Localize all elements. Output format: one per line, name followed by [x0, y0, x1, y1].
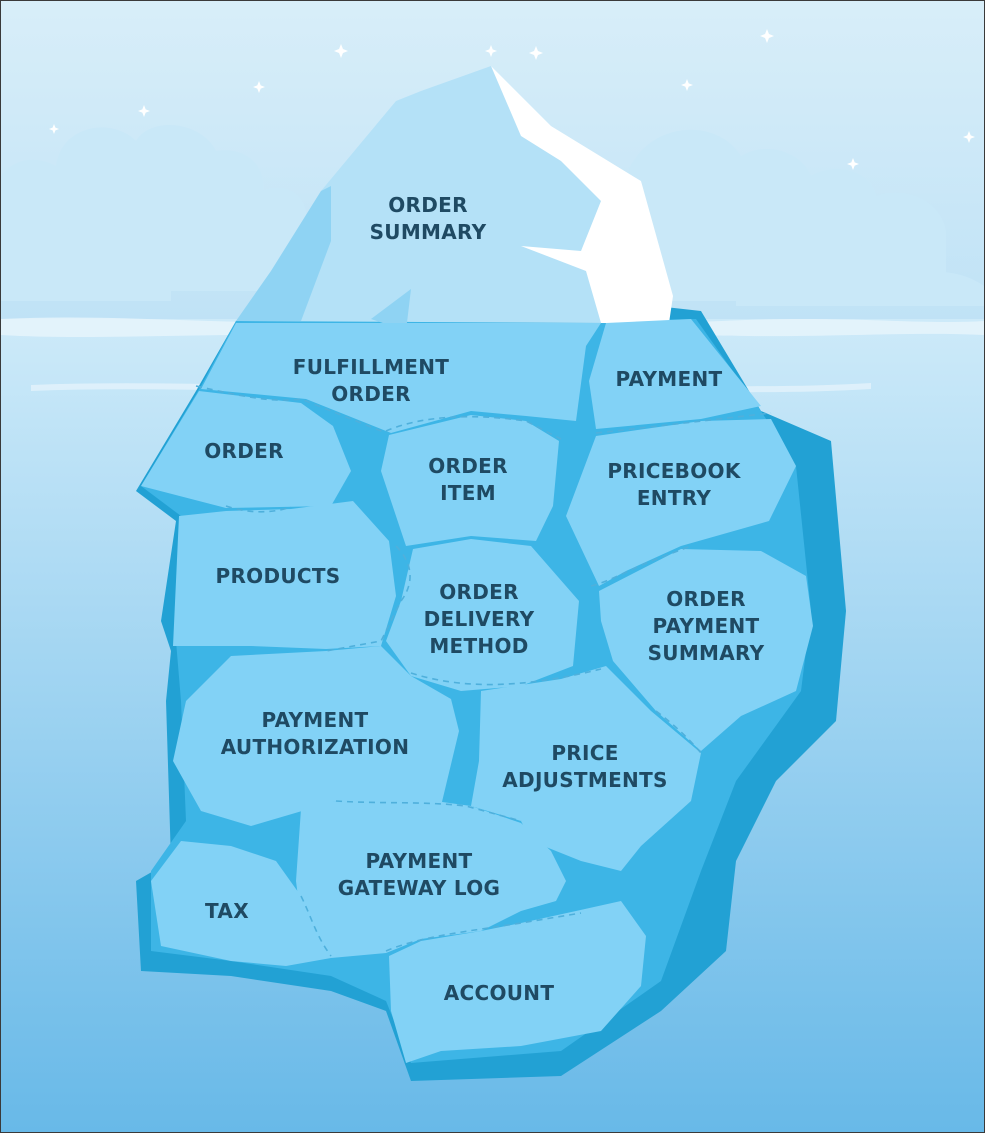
label-products: PRODUCTS [215, 564, 340, 588]
block-payment-authorization [173, 646, 459, 826]
block-order-delivery-method [386, 539, 579, 691]
cloud-icon [736, 232, 984, 306]
block-price-adjustments [471, 666, 701, 871]
label-order-delivery-method-line: ORDER [439, 580, 519, 604]
label-pricebook-entry: PRICEBOOK ENTRY [607, 459, 741, 510]
label-tax: TAX [205, 899, 249, 923]
seam [590, 545, 692, 587]
label-account-line: ACCOUNT [444, 981, 555, 1005]
label-fulfillment-order-line: ORDER [331, 382, 411, 406]
label-order-summary: ORDER SUMMARY [370, 193, 487, 244]
label-order-payment-summary: ORDER PAYMENT SUMMARY [648, 587, 765, 665]
seam [195, 385, 387, 434]
seam [655, 710, 702, 754]
star-icon [253, 81, 265, 93]
block-account [389, 901, 646, 1063]
label-order-item-line: ORDER [428, 454, 508, 478]
seam [595, 412, 772, 434]
seam [335, 800, 522, 822]
label-tax-line: TAX [205, 899, 249, 923]
label-order-delivery-method: ORDER DELIVERY METHOD [424, 580, 535, 658]
star-icon [963, 131, 975, 143]
label-account: ACCOUNT [444, 981, 555, 1005]
label-payment-authorization: PAYMENT AUTHORIZATION [221, 708, 409, 759]
star-icon [681, 79, 693, 91]
block-order-item [381, 415, 559, 546]
star-icon [485, 45, 497, 57]
label-price-adjustments-line: PRICE [551, 741, 618, 765]
star-icon [334, 44, 348, 58]
label-payment: PAYMENT [616, 367, 723, 391]
label-order-delivery-method-line: DELIVERY [424, 607, 535, 631]
seam [225, 505, 292, 513]
seam [325, 545, 411, 652]
label-fulfillment-order: FULFILLMENT ORDER [293, 355, 450, 406]
label-order-payment-summary-line: PAYMENT [653, 614, 760, 638]
star-icon [847, 158, 859, 170]
label-payment-line: PAYMENT [616, 367, 723, 391]
seam [385, 912, 582, 952]
block-products [173, 501, 396, 649]
label-order-payment-summary-line: SUMMARY [648, 641, 765, 665]
block-pricebook-entry [566, 419, 796, 586]
star-icon [49, 124, 59, 134]
label-fulfillment-order-line: FULFILLMENT [293, 355, 450, 379]
seam [385, 415, 562, 440]
iceberg-tip-side [236, 186, 331, 321]
block-payment-gateway-log [296, 799, 566, 958]
label-payment-authorization-line: PAYMENT [262, 708, 369, 732]
label-order-delivery-method-line: METHOD [429, 634, 528, 658]
block-fulfillment-order [201, 323, 601, 433]
label-order-payment-summary-line: ORDER [666, 587, 746, 611]
block-tax [151, 841, 331, 966]
label-order: ORDER [204, 439, 284, 463]
label-payment-gateway-log: PAYMENT GATEWAY LOG [338, 849, 501, 900]
label-payment-gateway-log-line: PAYMENT [366, 849, 473, 873]
block-payment [589, 319, 761, 429]
label-order-item: ORDER ITEM [428, 454, 508, 505]
label-order-summary-line: SUMMARY [370, 220, 487, 244]
block-order [141, 391, 351, 508]
seam [300, 895, 332, 957]
label-pricebook-entry-line: ENTRY [637, 486, 712, 510]
label-payment-authorization-line: AUTHORIZATION [221, 735, 409, 759]
label-pricebook-entry-line: PRICEBOOK [607, 459, 741, 483]
label-price-adjustments-line: ADJUSTMENTS [502, 768, 667, 792]
label-order-item-line: ITEM [440, 481, 496, 505]
star-icon [760, 29, 774, 43]
star-icon [138, 105, 150, 117]
label-order-summary-line: ORDER [388, 193, 468, 217]
label-price-adjustments: PRICE ADJUSTMENTS [502, 741, 667, 792]
label-order-line: ORDER [204, 439, 284, 463]
iceberg-snow [491, 66, 673, 323]
label-products-line: PRODUCTS [215, 564, 340, 588]
iceberg-tip-facet [371, 289, 411, 331]
block-order-payment-summary [599, 549, 813, 751]
cloud-icon [1, 218, 172, 301]
label-payment-gateway-log-line: GATEWAY LOG [338, 876, 501, 900]
star-icon [529, 46, 543, 60]
